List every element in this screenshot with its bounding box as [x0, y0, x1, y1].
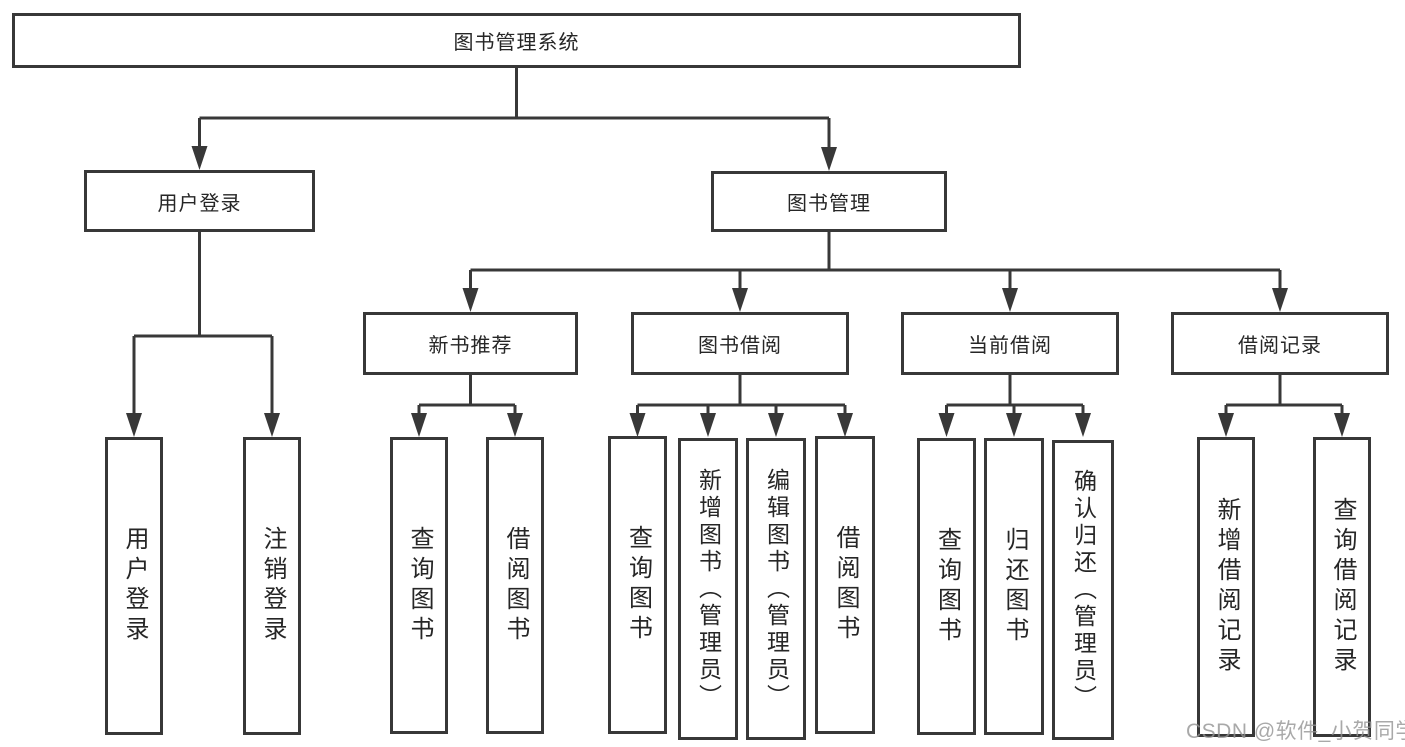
node-library-management-system: 图书管理系统 — [12, 13, 1021, 68]
csdn-watermark: CSDN @软件_小贺同学 — [1186, 720, 1405, 743]
node-book-management-branch: 图书管理 — [711, 171, 947, 232]
leaf-add-book-admin: 新增图书（管理员） — [678, 438, 738, 740]
leaf-return-books-label: 归还图书 — [1001, 526, 1028, 647]
leaf-query-books-current-label: 查询图书 — [933, 526, 961, 647]
leaf-add-borrow-record: 新增借阅记录 — [1197, 437, 1255, 737]
leaf-user-login-label: 用户登录 — [121, 526, 148, 646]
node-user-login-branch: 用户登录 — [84, 170, 315, 232]
leaf-borrow-books-recommend-label: 借阅图书 — [502, 525, 529, 646]
leaf-borrow-books: 借阅图书 — [815, 436, 875, 734]
leaf-query-borrow-record: 查询借阅记录 — [1313, 437, 1371, 737]
node-current-borrow: 当前借阅 — [901, 312, 1119, 375]
leaf-borrow-books-recommend: 借阅图书 — [486, 437, 544, 734]
leaf-user-login: 用户登录 — [105, 437, 163, 735]
leaf-query-books-recommend-label: 查询图书 — [406, 525, 433, 646]
leaf-logout: 注销登录 — [243, 437, 301, 735]
leaf-add-book-admin-label: 新增图书（管理员） — [695, 467, 722, 711]
leaf-query-books-borrow-label: 查询图书 — [624, 525, 652, 645]
leaf-confirm-return-admin-label: 确认归还（管理员） — [1070, 468, 1097, 712]
leaf-confirm-return-admin: 确认归还（管理员） — [1052, 440, 1114, 740]
leaf-return-books: 归还图书 — [984, 438, 1044, 735]
node-new-book-recommend: 新书推荐 — [363, 312, 578, 375]
arrowheads — [126, 146, 1350, 437]
leaf-query-borrow-record-label: 查询借阅记录 — [1329, 497, 1356, 677]
leaf-query-books-borrow: 查询图书 — [608, 436, 667, 734]
node-book-borrow: 图书借阅 — [631, 312, 849, 375]
leaf-borrow-books-label: 借阅图书 — [832, 525, 859, 645]
leaf-logout-label: 注销登录 — [259, 526, 286, 646]
leaf-query-books-current: 查询图书 — [917, 438, 976, 735]
leaf-edit-book-admin-label: 编辑图书（管理员） — [763, 467, 790, 711]
leaf-edit-book-admin: 编辑图书（管理员） — [746, 438, 806, 740]
node-borrow-records: 借阅记录 — [1171, 312, 1389, 375]
leaf-add-borrow-record-label: 新增借阅记录 — [1213, 497, 1240, 677]
leaf-query-books-recommend: 查询图书 — [390, 437, 448, 734]
